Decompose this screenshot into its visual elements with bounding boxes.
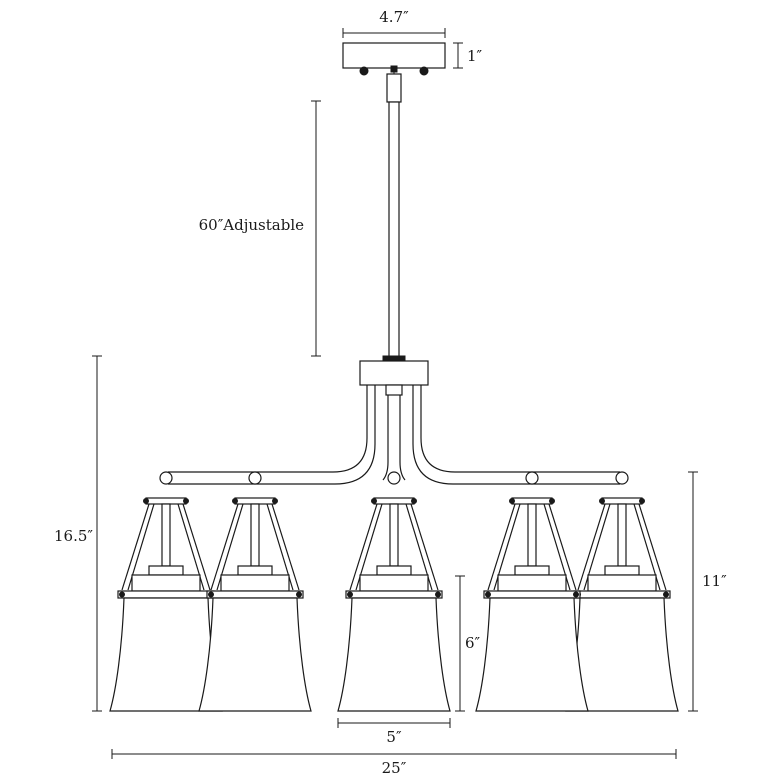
light-head — [565, 471, 679, 712]
ceiling-canopy — [342, 42, 446, 103]
rod-length-label: 60″Adjustable — [199, 216, 305, 234]
dimension-shade-height: 6″ — [455, 575, 481, 712]
shade-width-label: 5″ — [386, 728, 402, 746]
canopy-width-label: 4.7″ — [379, 8, 409, 26]
curved-arms — [167, 385, 621, 485]
dimension-shade-width: 5″ — [337, 718, 451, 746]
dimension-overall-height: 16.5″ — [54, 355, 102, 712]
canopy-height-label: 1″ — [467, 47, 483, 65]
light-head — [198, 471, 312, 712]
light-head — [109, 471, 223, 712]
downrod — [388, 101, 400, 359]
light-heads — [109, 471, 679, 712]
shade-height-label: 6″ — [465, 634, 481, 652]
dimension-canopy-height: 1″ — [453, 42, 483, 69]
dimension-overall-width: 25″ — [111, 749, 677, 777]
overall-height-label: 16.5″ — [54, 527, 93, 545]
shade-assembly-height-label: 11″ — [702, 572, 727, 590]
dimension-canopy-width: 4.7″ — [342, 8, 446, 38]
light-head — [475, 471, 589, 712]
center-hub — [359, 355, 429, 396]
overall-width-label: 25″ — [382, 759, 407, 777]
dimension-shade-assembly-height: 11″ — [688, 471, 727, 712]
dimension-rod-length: 60″Adjustable — [199, 100, 321, 357]
light-head — [337, 471, 451, 712]
